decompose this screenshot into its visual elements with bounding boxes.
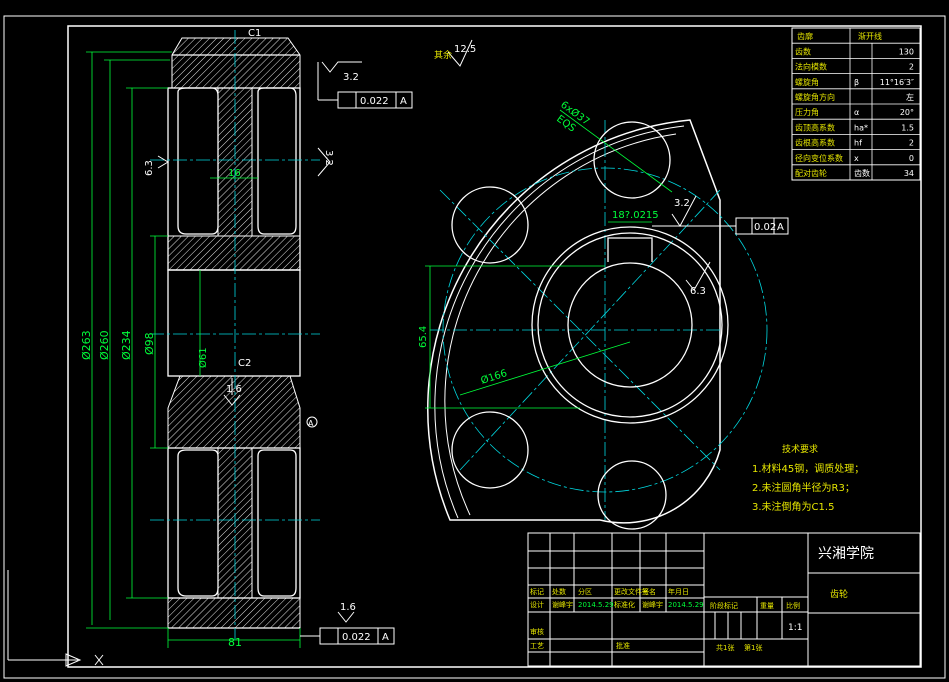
top-rim-hatch: [171, 37, 301, 89]
datum-marker: [306, 416, 318, 428]
dim-d234: Ø234: [120, 330, 133, 360]
sheets-label: 共1张: [716, 643, 734, 652]
ucs-icon: [7, 570, 104, 667]
revision-header-cell: 分区: [578, 587, 592, 596]
chamfer-c2: C2: [238, 358, 251, 369]
stage-label: 阶段标记: [710, 601, 738, 610]
table-row-label: 配对齿轮: [795, 168, 827, 178]
table-row-symbol: 齿数: [854, 168, 870, 178]
weight-label: 重量: [760, 602, 774, 610]
rough-6-3-a: 6.3: [144, 160, 155, 176]
tech-req-2: 2.未注圆角半径为R3；: [752, 481, 855, 494]
process-label: 工艺: [530, 642, 544, 650]
review-label: 审核: [530, 627, 544, 636]
table-row-label: 螺旋角: [795, 77, 819, 87]
rough-6-3-b: 6.3: [690, 286, 706, 297]
revision-header-cell: 处数: [552, 587, 566, 596]
table-header-value: 渐开线: [858, 31, 882, 41]
rough-3-2-b: 3.2: [323, 150, 334, 166]
table-row-value: 11°16′3″: [880, 78, 914, 87]
table-row-value: 1.5: [901, 123, 914, 132]
table-row-symbol: α: [854, 108, 859, 117]
gear-face-view: 18?.0215 65.4 Ø166 6xØ37 EQS 其余 12.5 3.2…: [418, 39, 789, 530]
tol-ref-1: A: [400, 96, 407, 107]
part-name: 齿轮: [830, 588, 848, 600]
tol-ref-3: A: [777, 222, 784, 233]
dim-d166: Ø166: [479, 367, 508, 387]
table-row-value: 130: [899, 47, 914, 56]
table-row-symbol: x: [854, 154, 859, 163]
dim-d61: Ø61: [197, 347, 209, 368]
table-row-value: 2: [909, 139, 914, 148]
dim-d263: Ø263: [80, 330, 93, 360]
tech-req-title: 技术要求: [782, 443, 818, 455]
dim-d260: Ø260: [98, 330, 111, 360]
table-row-label: 齿顶高系数: [795, 122, 835, 132]
rest-value: 12.5: [454, 44, 476, 55]
standard-date: 2014.5.29: [668, 601, 704, 609]
tech-req-1: 1.材料45钢，调质处理；: [752, 462, 864, 475]
approve-label: 批准: [616, 641, 630, 650]
table-row-label: 螺旋角方向: [795, 92, 835, 102]
tol-ref-2: A: [382, 632, 389, 643]
gear-section-view: Ø263 Ø260 Ø234 Ø98 Ø61 81 16 C1 C2 3.2 3…: [80, 28, 413, 649]
school-name: 兴湘学院: [818, 546, 874, 562]
rough-3-2-a: 3.2: [343, 72, 359, 83]
dim-d98: Ø98: [143, 332, 156, 355]
designer-name: 谢峰宇: [552, 600, 573, 609]
revision-header-cell: 标记: [530, 587, 544, 596]
bottom-rim-hatch: [167, 597, 301, 629]
standard-label: 标准化: [614, 600, 635, 609]
designer-label: 设计: [530, 600, 544, 609]
outer-border: [3, 15, 946, 679]
dim-key-depth: 65.4: [418, 326, 429, 348]
tol-value-3: 0.02: [754, 222, 776, 233]
tol-value-1: 0.022: [360, 96, 389, 107]
rough-1-6-b: 1.6: [340, 602, 356, 613]
dim-keyway: 18?.0215: [612, 210, 659, 221]
tech-req-3: 3.未注倒角为C1.5: [752, 500, 834, 513]
table-row-symbol: hf: [854, 139, 862, 148]
table-row-value: 34: [904, 169, 914, 178]
table-row-value: 2: [909, 63, 914, 72]
technical-requirements: 技术要求 1.材料45钢，调质处理； 2.未注圆角半径为R3； 3.未注倒角为C…: [752, 443, 864, 513]
dim-web: 16: [228, 168, 241, 179]
table-row-label: 法向模数: [795, 62, 827, 72]
table-header-label: 齿廓: [797, 31, 813, 41]
rest-label: 其余: [434, 49, 452, 61]
table-row-label: 径向变位系数: [795, 153, 843, 163]
scale-label: 比例: [786, 601, 800, 610]
sheet-label: 第1张: [744, 643, 762, 652]
revision-header-cell: 年月日: [668, 587, 689, 596]
datum-label: A: [308, 419, 314, 428]
top-hub-hatch: [167, 235, 301, 271]
table-row-label: 压力角: [795, 107, 819, 117]
tol-value-2: 0.022: [342, 632, 371, 643]
dim-width: 81: [228, 636, 242, 649]
revision-header-cell: 签名: [642, 587, 656, 596]
revision-header-cell: 更改文件号: [614, 587, 649, 596]
scale-value: 1:1: [788, 623, 802, 633]
table-row-symbol: ha*: [854, 123, 868, 132]
table-row-value: 左: [906, 92, 914, 102]
table-row-value: 0: [909, 154, 914, 163]
rough-1-6-a: 1.6: [226, 384, 242, 395]
rough-3-2-c: 3.2: [674, 198, 690, 209]
standard-name: 谢峰宇: [642, 600, 663, 609]
title-block: 兴湘学院 齿轮 标记处数 分区 更改文件号签名 年月日 设计 谢峰宇 2014.5.2…: [527, 532, 921, 667]
chamfer-c1: C1: [248, 28, 261, 39]
table-row-label: 齿数: [795, 46, 811, 56]
table-row-value: 20°: [900, 108, 914, 117]
table-row-symbol: β: [854, 78, 859, 87]
inner-border: [67, 25, 922, 668]
table-row-label: 齿根高系数: [795, 138, 835, 148]
design-date: 2014.5.29: [578, 601, 614, 609]
